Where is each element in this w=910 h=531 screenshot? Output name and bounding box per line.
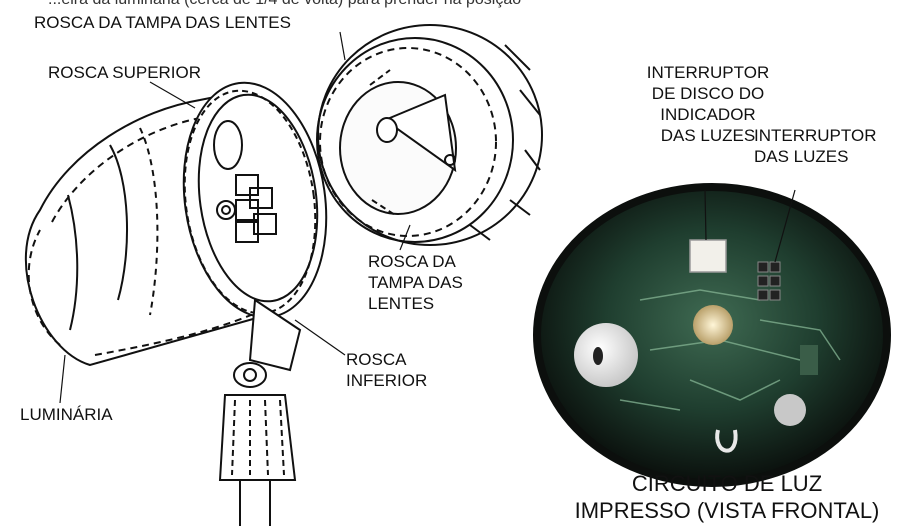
label-lower-thread-line2: INFERIOR (346, 371, 428, 390)
label-lens-cap-thread-mid-line2: TAMPA DAS (368, 273, 463, 292)
circuit-photo (533, 183, 910, 487)
label-lens-cap-thread-mid-line3: LENTES (368, 294, 435, 313)
disc-switch (689, 239, 727, 273)
label-disc-switch-line3: INDICADOR (660, 105, 756, 124)
label-fixture: LUMINÁRIA (20, 405, 113, 424)
label-upper-thread: ROSCA SUPERIOR (48, 63, 202, 82)
cut-off-top-text: ...eira da luminária (cerca de 1/4 de vo… (48, 0, 521, 10)
sensor-dome (574, 323, 638, 387)
label-disc-switch-line4: DAS LUZES (660, 126, 756, 145)
label-lens-cap-thread-top: ROSCA DA TAMPA DAS LENTES (34, 13, 291, 32)
label-lens-cap-thread-mid-line1: ROSCA DA (368, 252, 456, 271)
label-disc-switch-line2: DE DISCO DO (651, 84, 765, 103)
light-switch (757, 261, 781, 301)
label-light-switch-line1: INTERRUPTOR (754, 126, 877, 145)
caption-line2: IMPRESSO (VISTA FRONTAL) (574, 498, 880, 523)
label-lower-thread: ROSCA INFERIOR (346, 349, 427, 391)
leader-lines (59, 31, 796, 404)
label-disc-switch-line1: INTERRUPTOR (646, 63, 770, 82)
fixture-body (24, 81, 328, 367)
photo-caption: CIRCUITO DE LUZ IMPRESSO (VISTA FRONTAL) (552, 470, 902, 524)
mount-stake (218, 298, 302, 526)
label-light-switch: INTERRUPTOR DAS LUZES (754, 125, 876, 167)
label-light-switch-line2: DAS LUZES (754, 147, 849, 166)
caption-line1: CIRCUITO DE LUZ (631, 471, 823, 496)
label-lens-cap-thread-mid: ROSCA DA TAMPA DAS LENTES (368, 251, 463, 314)
led (693, 305, 733, 345)
label-lower-thread-line1: ROSCA (346, 350, 407, 369)
label-disc-switch: INTERRUPTOR DE DISCO DO INDICADOR DAS LU… (638, 62, 778, 146)
lens-cap (316, 24, 543, 246)
